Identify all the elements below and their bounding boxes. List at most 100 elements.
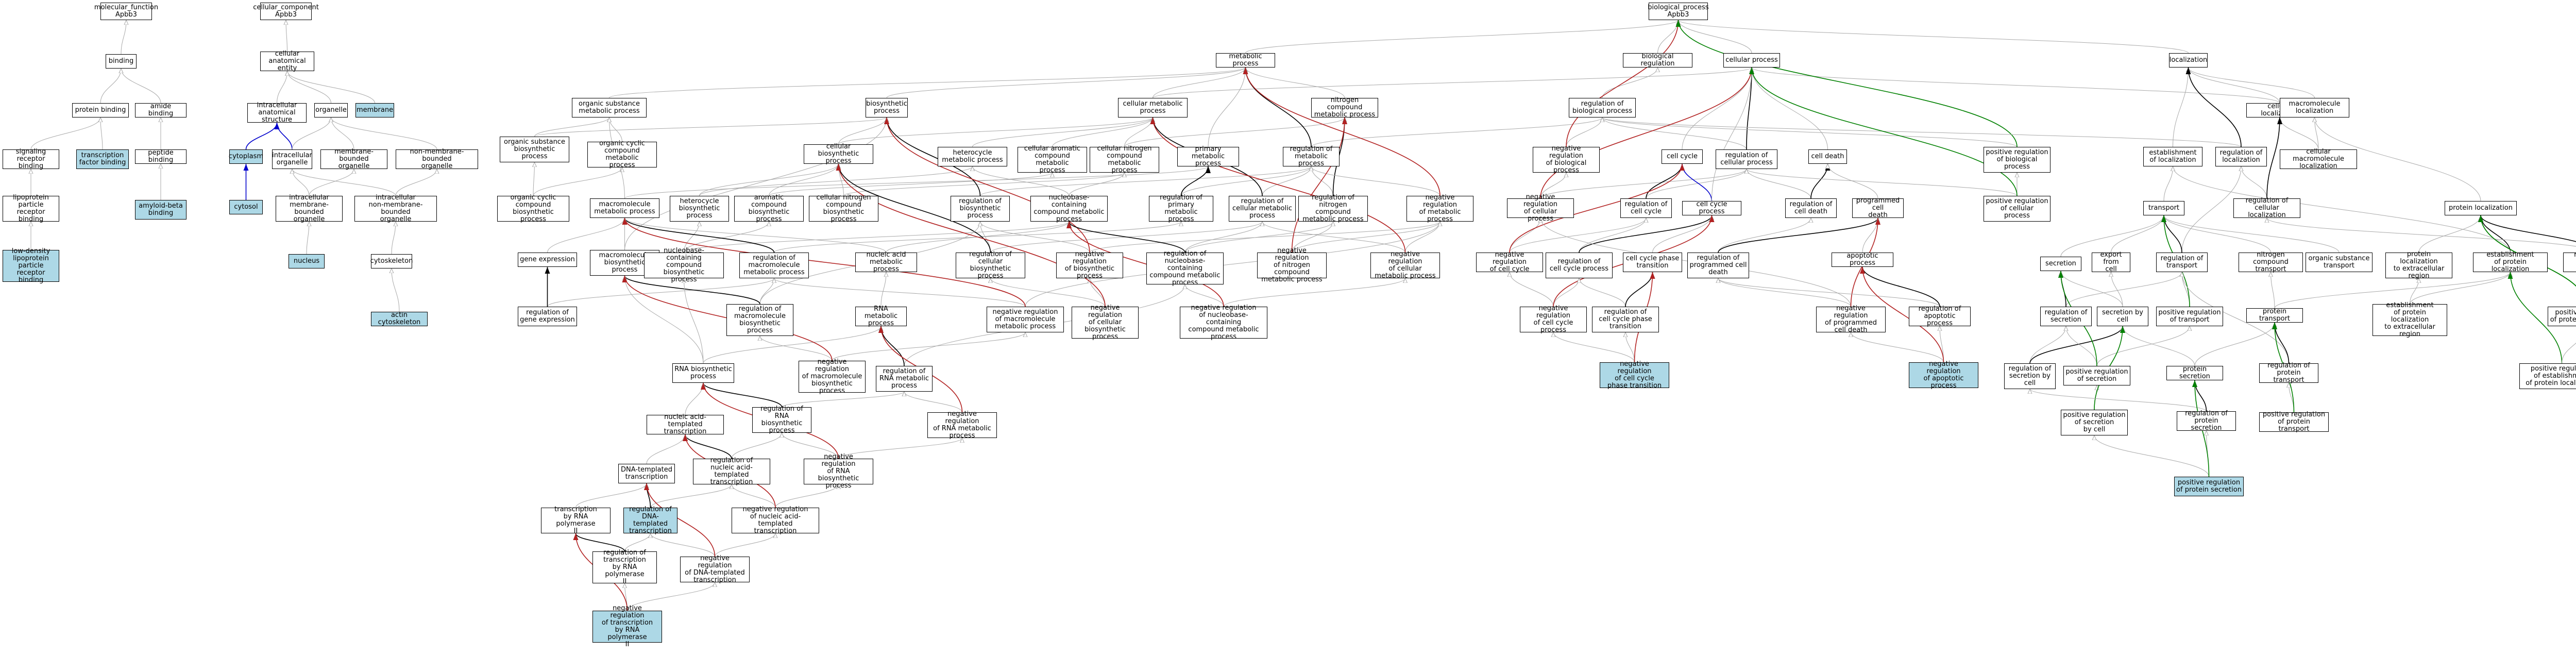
go-term-node[interactable]: non-membrane-bounded organelle — [396, 148, 478, 170]
go-term-node[interactable]: negative regulation of cellular biosynth… — [1072, 305, 1139, 341]
go-term-node[interactable]: biosynthetic process — [866, 98, 908, 117]
go-term-node[interactable]: positive regulation of secretion — [2063, 366, 2130, 385]
go-term-node[interactable]: localization — [2169, 53, 2208, 68]
go-term-node[interactable]: regulation of cellular biosynthetic proc… — [956, 251, 1025, 280]
go-term-node[interactable]: regulation of nucleic acid-templated tra… — [693, 457, 770, 486]
go-term-node[interactable]: regulation of RNA metabolic process — [876, 366, 933, 392]
go-term-node[interactable]: negative regulation of cellular process — [1507, 194, 1574, 223]
go-term-node[interactable]: cell cycle process — [1682, 201, 1741, 215]
go-term-node[interactable]: negative regulation of transcription by … — [592, 605, 662, 648]
go-term-node[interactable]: negative regulation of biosynthetic proc… — [1056, 251, 1123, 280]
go-term-node[interactable]: protein localization to extracellular re… — [2385, 251, 2452, 280]
go-term-node[interactable]: regulation of secretion by cell — [2004, 363, 2056, 389]
go-term-node[interactable]: programmed cell death — [1852, 197, 1904, 219]
go-term-node[interactable]: positive regulation of protein transport — [2259, 411, 2329, 433]
go-term-node[interactable]: actin cytoskeleton — [371, 312, 428, 326]
go-term-node[interactable]: negative regulation of nucleobase-contai… — [1180, 305, 1267, 341]
go-term-node[interactable]: regulation of programmed cell death — [1687, 253, 1749, 278]
go-term-node[interactable]: regulation of localization — [2215, 147, 2267, 166]
go-term-node[interactable]: regulation of DNA-templated transcriptio… — [623, 506, 677, 535]
go-term-node[interactable]: biological_process Apbb3 — [1648, 3, 1709, 20]
go-term-node[interactable]: secretion by cell — [2097, 307, 2148, 326]
go-term-node[interactable]: negative regulation of metabolic process — [1406, 194, 1473, 223]
go-term-node[interactable]: regulation of cell cycle — [1620, 198, 1672, 218]
go-term-node[interactable]: regulation of protein transport — [2259, 362, 2318, 384]
go-term-node[interactable]: regulation of secretion — [2040, 307, 2092, 326]
go-term-node[interactable]: intracellular anatomical structure — [247, 102, 307, 124]
go-term-node[interactable]: cytoplasm — [229, 149, 263, 164]
go-term-node[interactable]: organic cyclic compound biosynthetic pro… — [497, 194, 569, 223]
go-term-node[interactable]: negative regulation of DNA-templated tra… — [680, 555, 750, 584]
go-term-node[interactable]: regulation of protein localization — [2563, 251, 2576, 272]
go-term-node[interactable]: metabolic process — [1216, 53, 1275, 68]
go-term-node[interactable]: transcription by RNA polymerase II — [541, 506, 611, 535]
go-term-node[interactable]: RNA biosynthetic process — [672, 363, 734, 383]
go-term-node[interactable]: regulation of cell death — [1785, 198, 1837, 218]
go-term-node[interactable]: regulation of biosynthetic process — [951, 196, 1010, 222]
go-term-node[interactable]: transcription factor binding — [76, 149, 129, 169]
go-term-node[interactable]: gene expression — [518, 253, 577, 267]
go-term-node[interactable]: membrane — [355, 103, 394, 117]
go-term-node[interactable]: low-density lipoprotein particle recepto… — [3, 248, 59, 284]
go-term-node[interactable]: cellular_component Apbb3 — [253, 3, 319, 20]
go-term-node[interactable]: negative regulation of biological proces… — [1533, 145, 1600, 174]
go-term-node[interactable]: peptide binding — [135, 149, 187, 164]
go-term-node[interactable]: negative regulation of RNA biosynthetic … — [804, 453, 873, 490]
go-term-node[interactable]: negative regulation of macromolecule met… — [987, 307, 1064, 332]
go-term-node[interactable]: aromatic compound biosynthetic process — [734, 194, 804, 223]
go-term-node[interactable]: cellular anatomical entity — [260, 51, 314, 72]
go-term-node[interactable]: protein localization — [2445, 201, 2517, 215]
go-term-node[interactable]: regulation of nitrogen compound metaboli… — [1298, 194, 1368, 223]
go-term-node[interactable]: transport — [2143, 201, 2184, 215]
go-term-node[interactable]: positive regulation of biological proces… — [1984, 147, 2050, 173]
go-term-node[interactable]: establishment of protein localization — [2473, 251, 2548, 273]
go-term-node[interactable]: regulation of protein secretion — [2177, 410, 2236, 432]
go-term-node[interactable]: membrane-bounded organelle — [320, 148, 387, 170]
go-term-node[interactable]: regulation of apoptotic process — [1909, 306, 1971, 327]
go-term-node[interactable]: lipoprotein particle receptor binding — [3, 194, 59, 223]
go-term-node[interactable]: regulation of metabolic process — [1283, 146, 1340, 167]
go-term-node[interactable]: establishment of localization — [2143, 147, 2202, 166]
go-term-node[interactable]: cytoskeleton — [370, 254, 413, 268]
go-term-node[interactable]: regulation of cell cycle process — [1546, 253, 1613, 278]
go-term-node[interactable]: negative regulation of macromolecule bio… — [799, 359, 866, 395]
go-term-node[interactable]: nitrogen compound transport — [2239, 251, 2303, 273]
go-term-node[interactable]: cell death — [1808, 149, 1847, 164]
go-term-node[interactable]: heterocycle biosynthetic process — [670, 196, 729, 222]
go-term-node[interactable]: regulation of macromolecule biosynthetic… — [726, 304, 793, 336]
go-term-node[interactable]: intracellular membrane-bounded organelle — [276, 194, 343, 223]
go-term-node[interactable]: binding — [106, 54, 137, 69]
go-term-node[interactable]: negative regulation of nitrogen compound… — [1257, 247, 1327, 283]
go-term-node[interactable]: regulation of cell cycle phase transitio… — [1592, 307, 1659, 332]
go-term-node[interactable]: negative regulation of apoptotic process — [1909, 361, 1978, 390]
go-term-node[interactable]: cellular nitrogen compound metabolic pro… — [1090, 145, 1159, 174]
go-term-node[interactable]: organic substance transport — [2306, 253, 2372, 272]
go-term-node[interactable]: intracellular organelle — [272, 149, 312, 169]
go-term-node[interactable]: positive regulation of transport — [2156, 307, 2223, 326]
go-term-node[interactable]: negative regulation of RNA metabolic pro… — [927, 411, 997, 440]
go-term-node[interactable]: nucleobase-containing compound metabolic… — [1030, 194, 1108, 223]
go-term-node[interactable]: secretion — [2040, 257, 2081, 271]
go-term-node[interactable]: cellular nitrogen compound biosynthetic … — [809, 194, 878, 223]
go-term-node[interactable]: positive regulation of establishment of … — [2519, 363, 2576, 389]
go-term-node[interactable]: regulation of cellular metabolic process — [1229, 196, 1296, 222]
go-term-node[interactable]: protein transport — [2246, 308, 2303, 323]
go-term-node[interactable]: organic substance biosynthetic process — [500, 137, 569, 162]
go-term-node[interactable]: nucleic acid metabolic process — [855, 251, 917, 273]
go-term-node[interactable]: RNA metabolic process — [855, 306, 907, 327]
go-term-node[interactable]: macromolecule metabolic process — [590, 198, 659, 218]
go-term-node[interactable]: signaling receptor binding — [3, 148, 59, 170]
go-term-node[interactable]: protein binding — [72, 103, 129, 117]
go-term-node[interactable]: regulation of primary metabolic process — [1149, 194, 1213, 223]
go-term-node[interactable]: regulation of transcription by RNA polym… — [592, 549, 657, 585]
go-term-node[interactable]: cellular aromatic compound metabolic pro… — [1018, 145, 1087, 174]
go-term-node[interactable]: cell cycle — [1662, 149, 1703, 164]
go-term-node[interactable]: organic substance metabolic process — [572, 98, 647, 117]
go-term-node[interactable]: primary metabolic process — [1177, 146, 1239, 167]
go-term-node[interactable]: molecular_function Apbb3 — [94, 3, 158, 20]
go-term-node[interactable]: negative regulation of cell cycle proces… — [1520, 305, 1587, 334]
go-term-node[interactable]: regulation of cellular localization — [2233, 197, 2300, 219]
go-term-node[interactable]: organelle — [314, 103, 348, 117]
go-term-node[interactable]: cellular process — [1723, 53, 1780, 68]
go-term-node[interactable]: positive regulation of protein localizat… — [2548, 307, 2576, 326]
